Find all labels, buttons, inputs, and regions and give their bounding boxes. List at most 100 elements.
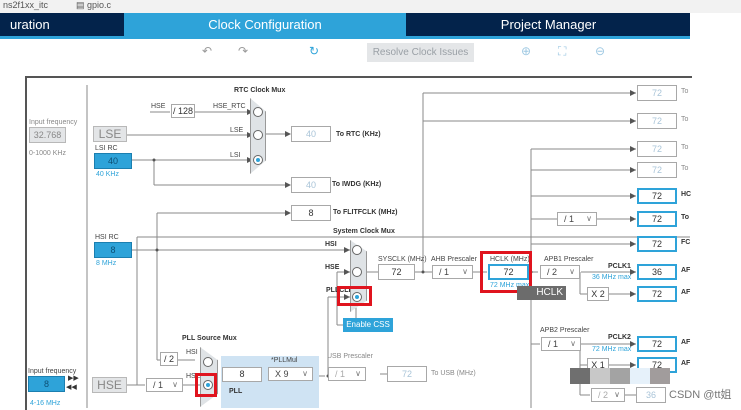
output-value-5[interactable]: 72: [637, 211, 677, 227]
sysclk-value[interactable]: 72: [378, 264, 415, 280]
hse-block[interactable]: HSE: [92, 377, 127, 393]
output-divider-select-5[interactable]: / 1∨: [557, 212, 597, 226]
pll-src-highlight: [195, 373, 217, 397]
flitfclk-label: To FLITFCLK (MHz): [333, 209, 398, 216]
output-label-1: To: [681, 116, 689, 123]
refresh-icon[interactable]: ↻: [309, 44, 320, 58]
main-tab-bar: uration Clock Configuration Project Mana…: [0, 13, 690, 36]
output-label-0: To: [681, 88, 689, 95]
tab-clock-configuration[interactable]: Clock Configuration: [124, 13, 406, 36]
file-icon: ▤: [76, 0, 88, 10]
pll-src-radio-hsi[interactable]: [203, 357, 213, 367]
lsi-rc-value[interactable]: 40: [94, 153, 132, 169]
apb1-prescaler-select[interactable]: / 2∨: [540, 265, 580, 279]
chevron-down-icon: ∨: [570, 339, 576, 348]
output-value-7[interactable]: 36: [637, 264, 677, 280]
hse-range-label: 4-16 MHz: [30, 400, 61, 407]
apb2-max-label: 72 MHz max: [592, 346, 632, 353]
output-label-5: To: [681, 214, 690, 221]
sysmux-radio-hsi[interactable]: [352, 245, 362, 255]
file-tab-1[interactable]: ns2f1xx_itc: [3, 0, 49, 10]
osc-out-arrow-icon: ◀◀: [66, 384, 77, 391]
adc-prescaler-select[interactable]: / 2∨: [591, 388, 625, 402]
output-label-4: HC: [681, 191, 692, 198]
watermark: CSDN @tt姐: [669, 389, 732, 401]
pllmul-label: *PLLMul: [271, 357, 298, 364]
pclk2-output-value[interactable]: 72: [637, 336, 677, 352]
system-clock-mux-title: System Clock Mux: [333, 228, 395, 235]
sysclk-label: SYSCLK (MHz): [378, 256, 427, 263]
tab-pinout-configuration[interactable]: uration: [10, 17, 50, 32]
apb1-prescaler-label: APB1 Prescaler: [544, 256, 594, 263]
hse-input-frequency-field[interactable]: 8: [28, 376, 65, 392]
iwdg-output-label: To IWDG (KHz): [332, 181, 382, 188]
usb-prescaler-select[interactable]: / 1∨: [328, 367, 366, 381]
lsi-unit-label: 40 KHz: [96, 171, 119, 178]
rtc-output-label: To RTC (KHz): [336, 131, 381, 138]
clock-tree-canvas: [25, 76, 692, 410]
apb2-prescaler-label: APB2 Prescaler: [540, 327, 590, 334]
flitfclk-value: 8: [291, 205, 331, 221]
adc-output-value: 36: [636, 387, 666, 403]
pll-panel: [221, 356, 319, 408]
hse-input-frequency-label: Input frequency: [28, 368, 77, 375]
hclk-input[interactable]: 72: [488, 264, 529, 280]
pll-input-value: 8: [222, 367, 262, 382]
chevron-down-icon: ∨: [302, 369, 308, 378]
tab-project-manager[interactable]: Project Manager: [500, 17, 597, 32]
output-value-6[interactable]: 72: [637, 236, 677, 252]
pclk2-label: PCLK2: [608, 334, 631, 341]
rtc-mux-radio-hse[interactable]: [253, 107, 263, 117]
sysmux-radio-hse[interactable]: [352, 267, 362, 277]
ahb-prescaler-select[interactable]: / 1∨: [432, 265, 473, 279]
output-value-8[interactable]: 72: [637, 286, 677, 302]
apb2-timer-output-value-label: AF: [681, 360, 691, 367]
hclk-tooltip: HCLK: [517, 286, 566, 300]
redaction-block: [650, 368, 670, 384]
output-label-3: To: [681, 165, 689, 172]
hsi-div2: / 2: [160, 352, 178, 366]
chevron-down-icon: ∨: [586, 214, 592, 223]
hsi-rc-value[interactable]: 8: [94, 242, 132, 258]
redaction-block: [570, 368, 590, 384]
output-value-4[interactable]: 72: [637, 188, 677, 204]
usb-output-value: 72: [387, 366, 427, 382]
fit-to-screen-icon[interactable]: ⛶: [558, 44, 567, 58]
chevron-down-icon: ∨: [462, 267, 468, 276]
pll-src-radio-hse[interactable]: [203, 380, 213, 390]
rtc-mux-radio-lse[interactable]: [253, 130, 263, 140]
enable-css-button[interactable]: Enable CSS: [343, 318, 393, 332]
rtc-hse-label: HSE: [151, 103, 166, 110]
lse-block[interactable]: LSE: [93, 126, 127, 142]
redo-icon[interactable]: ↷: [238, 44, 249, 58]
apb2-prescaler-select[interactable]: / 1∨: [541, 337, 581, 351]
lsi-rc-title: LSI RC: [95, 145, 118, 152]
hse-prediv-select[interactable]: / 1∨: [146, 378, 183, 392]
pll-src-hsi-label: HSI: [186, 349, 198, 356]
sysmux-radio-pllclk[interactable]: [352, 292, 362, 302]
redaction-block: [610, 368, 630, 384]
usb-output-label: To USB (MHz): [431, 370, 476, 377]
rtc-lse-label: LSE: [230, 127, 244, 134]
chevron-down-icon: ∨: [355, 369, 361, 378]
ahb-prescaler-label: AHB Prescaler: [431, 256, 477, 263]
chevron-down-icon: ∨: [569, 267, 575, 276]
file-tab-gpio[interactable]: ▤ gpio.c: [76, 0, 112, 10]
resolve-clock-issues-button[interactable]: Resolve Clock Issues: [367, 43, 474, 62]
zoom-in-icon[interactable]: ⊕: [521, 44, 532, 58]
pclk1-label: PCLK1: [608, 263, 631, 270]
pll-source-mux-title: PLL Source Mux: [182, 335, 237, 342]
lse-input-frequency-field[interactable]: 32.768: [29, 127, 66, 143]
apb1-timer-multiplier: X 2: [587, 287, 609, 301]
zoom-out-icon[interactable]: ⊖: [595, 44, 606, 58]
lse-input-frequency-label: Input frequency: [29, 119, 78, 126]
hsi-unit-label: 8 MHz: [96, 260, 117, 267]
pllclk-highlight: [337, 286, 372, 306]
hclk-max-label: 72 MHz max: [490, 282, 530, 289]
chevron-down-icon: ∨: [614, 390, 620, 399]
pllmul-select[interactable]: X 9∨: [268, 367, 313, 381]
undo-icon[interactable]: ↶: [202, 44, 213, 58]
file-tab-bar: ns2f1xx_itc ▤ gpio.c: [0, 0, 741, 13]
rtc-mux-radio-lsi[interactable]: [253, 155, 263, 165]
